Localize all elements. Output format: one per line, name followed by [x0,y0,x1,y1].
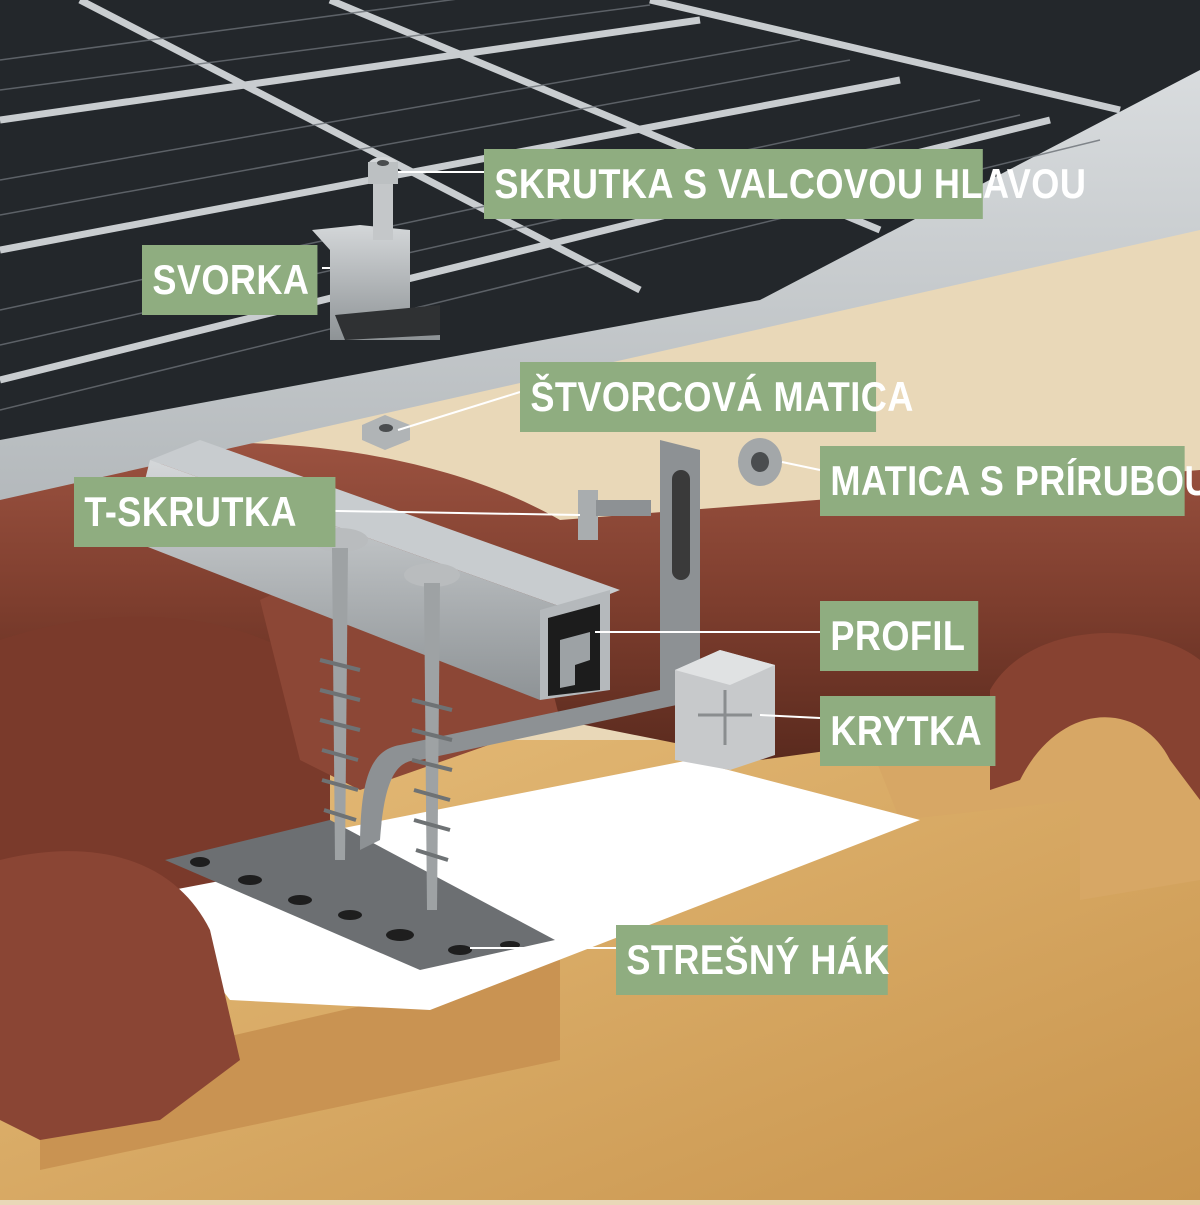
flange-nut [738,438,782,486]
roof-hook-plate [165,820,555,970]
underlay-sheet [130,760,920,1010]
rail-profile-cavity-inner [560,632,590,688]
label-roof-hook: STREŠNÝ HÁK [616,925,890,995]
wood-screw-right [404,563,460,910]
roof-tile-right-arch [990,632,1200,800]
wooden-batten-left [40,960,560,1170]
t-bolt [578,490,651,540]
cap-screw [368,157,398,240]
label-clamp: SVORKA [142,245,318,315]
end-cap [675,650,775,770]
label-profile: PROFIL [820,601,979,671]
leader-lines [279,171,821,949]
label-cap-screw: SKRUTKA S VALCOVOU HLAVOU [484,149,1086,219]
roof-hook-slot [672,470,690,580]
label-t-bolt: T-SKRUTKA [74,477,336,547]
roof-tile-bottom-left [0,851,240,1140]
clamp [312,225,440,340]
roof-hook-holes [190,857,520,955]
roof-hook-arm [360,440,700,850]
label-flange-nut: MATICA S PRÍRUBOU [820,446,1200,516]
square-nut [362,415,410,450]
label-square-nut: ŠTVORCOVÁ MATICA [520,362,913,432]
solar-cell-gridlines [0,0,1121,384]
label-end-cap: KRYTKA [820,696,996,766]
